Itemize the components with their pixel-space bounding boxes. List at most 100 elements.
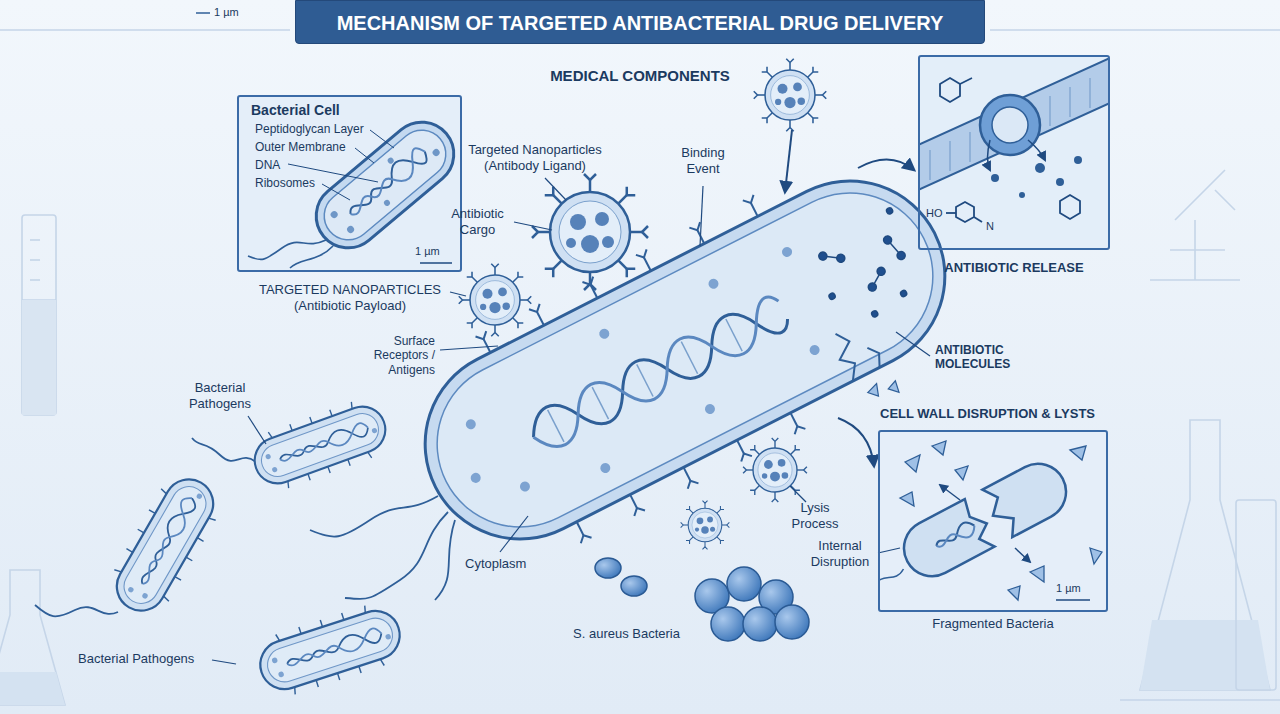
antibiotic-release-inset-part xyxy=(974,217,982,222)
nanoparticles-part xyxy=(459,264,532,337)
main-bacterium-part-part xyxy=(707,277,720,290)
process-arrows-part xyxy=(838,418,874,466)
nanoparticles-part xyxy=(681,501,730,550)
main-bacterium-part-part xyxy=(592,387,608,419)
lysis-inset-part-part xyxy=(900,492,914,506)
lab-glassware-part xyxy=(0,672,65,705)
s-aureus-cluster-part xyxy=(775,605,809,639)
leader-lines-part xyxy=(878,548,900,553)
bacterial-cell-inset-part-part xyxy=(322,184,350,200)
chemical-label: N xyxy=(986,220,994,233)
leader-lines-part xyxy=(500,516,528,552)
lab-glassware-part xyxy=(22,215,56,415)
bacterial-cell-inset-part-part xyxy=(386,156,394,164)
scale-bar xyxy=(196,12,210,14)
scale-label: 1 µm xyxy=(1056,582,1081,595)
process-arrows-part xyxy=(858,159,914,170)
lysis-inset-part-part xyxy=(932,441,946,455)
nanoparticles-part xyxy=(754,59,827,132)
flagella-part xyxy=(192,438,256,462)
antibiotic-release-inset-part-part xyxy=(1070,87,1071,117)
main-bacterium-part-part xyxy=(876,266,887,277)
main-bacterium-part xyxy=(524,291,793,456)
main-bacterium-part xyxy=(828,330,866,382)
antibiotic-release-inset-part xyxy=(920,58,1108,190)
leader-lines-part xyxy=(212,660,236,664)
flagella-part xyxy=(435,520,455,600)
antibiotic-release-inset-part xyxy=(1035,163,1045,173)
section-heading: MEDICAL COMPONENTS xyxy=(540,67,740,85)
main-bacterium-part xyxy=(548,319,743,442)
main-bacterium-part-part xyxy=(518,480,531,493)
flagella-part xyxy=(35,605,118,616)
lab-glassware-part xyxy=(990,29,1280,31)
antibiotic-release-inset-part xyxy=(1074,156,1082,164)
part-label: Outer Membrane xyxy=(255,140,346,154)
main-bacterium-part-part xyxy=(685,478,698,489)
bacterial-cell-inset: Bacterial CellPeptidoglycan LayerOuter M… xyxy=(237,95,462,272)
main-bacterium-part-part xyxy=(780,245,793,258)
lab-glassware-part xyxy=(1140,420,1270,690)
lysis-inset-part-part xyxy=(1008,586,1020,600)
leader-lines-part xyxy=(700,186,703,246)
leader-lines xyxy=(212,178,930,664)
main-bacterium-part-part xyxy=(828,292,836,300)
lysis-inset-part-part xyxy=(955,466,968,480)
main-bacterium-part-part xyxy=(577,522,584,535)
bacterial-cell-inset-part-part xyxy=(329,210,339,220)
antibiotic-release-inset-part xyxy=(1019,192,1025,198)
main-bacterium xyxy=(383,130,992,600)
s-aureus-cluster-part xyxy=(727,567,761,601)
lab-glassware-part xyxy=(30,259,40,261)
main-bacterium-part-part xyxy=(632,505,645,516)
lab-glassware xyxy=(0,30,1280,705)
flagella xyxy=(35,438,455,616)
bacterial-cell-inset-part-part xyxy=(344,144,431,221)
main-bacterium-part-part xyxy=(469,471,482,484)
inset-heading: Bacterial Cell xyxy=(251,102,340,119)
inset-heading: CELL WALL DISRUPTION & LYSTS xyxy=(880,406,1095,422)
part-label: DNA xyxy=(255,158,280,172)
lysis-inset-part xyxy=(940,485,960,500)
lysis-inset xyxy=(880,432,1106,610)
main-bacterium-part-part xyxy=(751,203,758,216)
callout-label: Bacterial Pathogens xyxy=(78,651,194,667)
main-bacterium-part-part xyxy=(630,495,637,508)
main-bacterium-part-part xyxy=(598,327,611,340)
main-bacterium-part-part xyxy=(743,195,756,206)
s-aureus-cluster-part xyxy=(711,607,745,641)
antibiotic-release-inset-part xyxy=(940,78,960,102)
inset-caption: ANTIBIOTIC RELEASE xyxy=(920,260,1108,276)
leader-lines-part xyxy=(790,486,806,502)
antibiotic-release-inset-part xyxy=(960,78,972,84)
main-bacterium-part-part xyxy=(636,249,649,260)
main-bacterium-part xyxy=(437,236,844,529)
lab-glassware-part xyxy=(1236,500,1276,690)
lysis-inset-part-part xyxy=(1030,566,1044,582)
leader-lines-part xyxy=(450,292,466,296)
callout-label: TARGETED NANOPARTICLES (Antibiotic Paylo… xyxy=(240,282,460,313)
main-bacterium-part-part xyxy=(886,207,894,215)
antibiotic-release-inset-part-part xyxy=(1050,96,1051,126)
main-bacterium-part xyxy=(524,291,793,456)
lysis-inset-part-part xyxy=(935,523,978,552)
callout-label: Cytoplasm xyxy=(465,556,526,572)
s-aureus-cluster-part xyxy=(743,607,777,641)
bacterial-cell-inset-part-part xyxy=(383,199,391,207)
main-bacterium-part-part xyxy=(703,402,716,415)
lysis-inset-part-part xyxy=(980,454,1076,541)
main-bacterium-part-part xyxy=(529,304,542,315)
main-bacterium-part-part xyxy=(900,289,908,297)
bacterial-pathogens-part xyxy=(252,598,408,702)
main-bacterium-part-part xyxy=(739,451,752,462)
main-bacterium-part-part xyxy=(476,331,489,342)
callout-label: Lysis Process xyxy=(785,500,845,531)
bacterial-pathogens-part xyxy=(102,467,229,623)
callout-label: ANTIBIOTIC MOLECULES xyxy=(935,343,1030,372)
part-label: Peptidoglycan Layer xyxy=(255,122,364,136)
antibiotic-release-inset-part xyxy=(992,107,1028,143)
bacterial-cell-inset-part-part xyxy=(370,130,394,148)
antibiotic-release-inset-part-part xyxy=(1090,78,1091,108)
